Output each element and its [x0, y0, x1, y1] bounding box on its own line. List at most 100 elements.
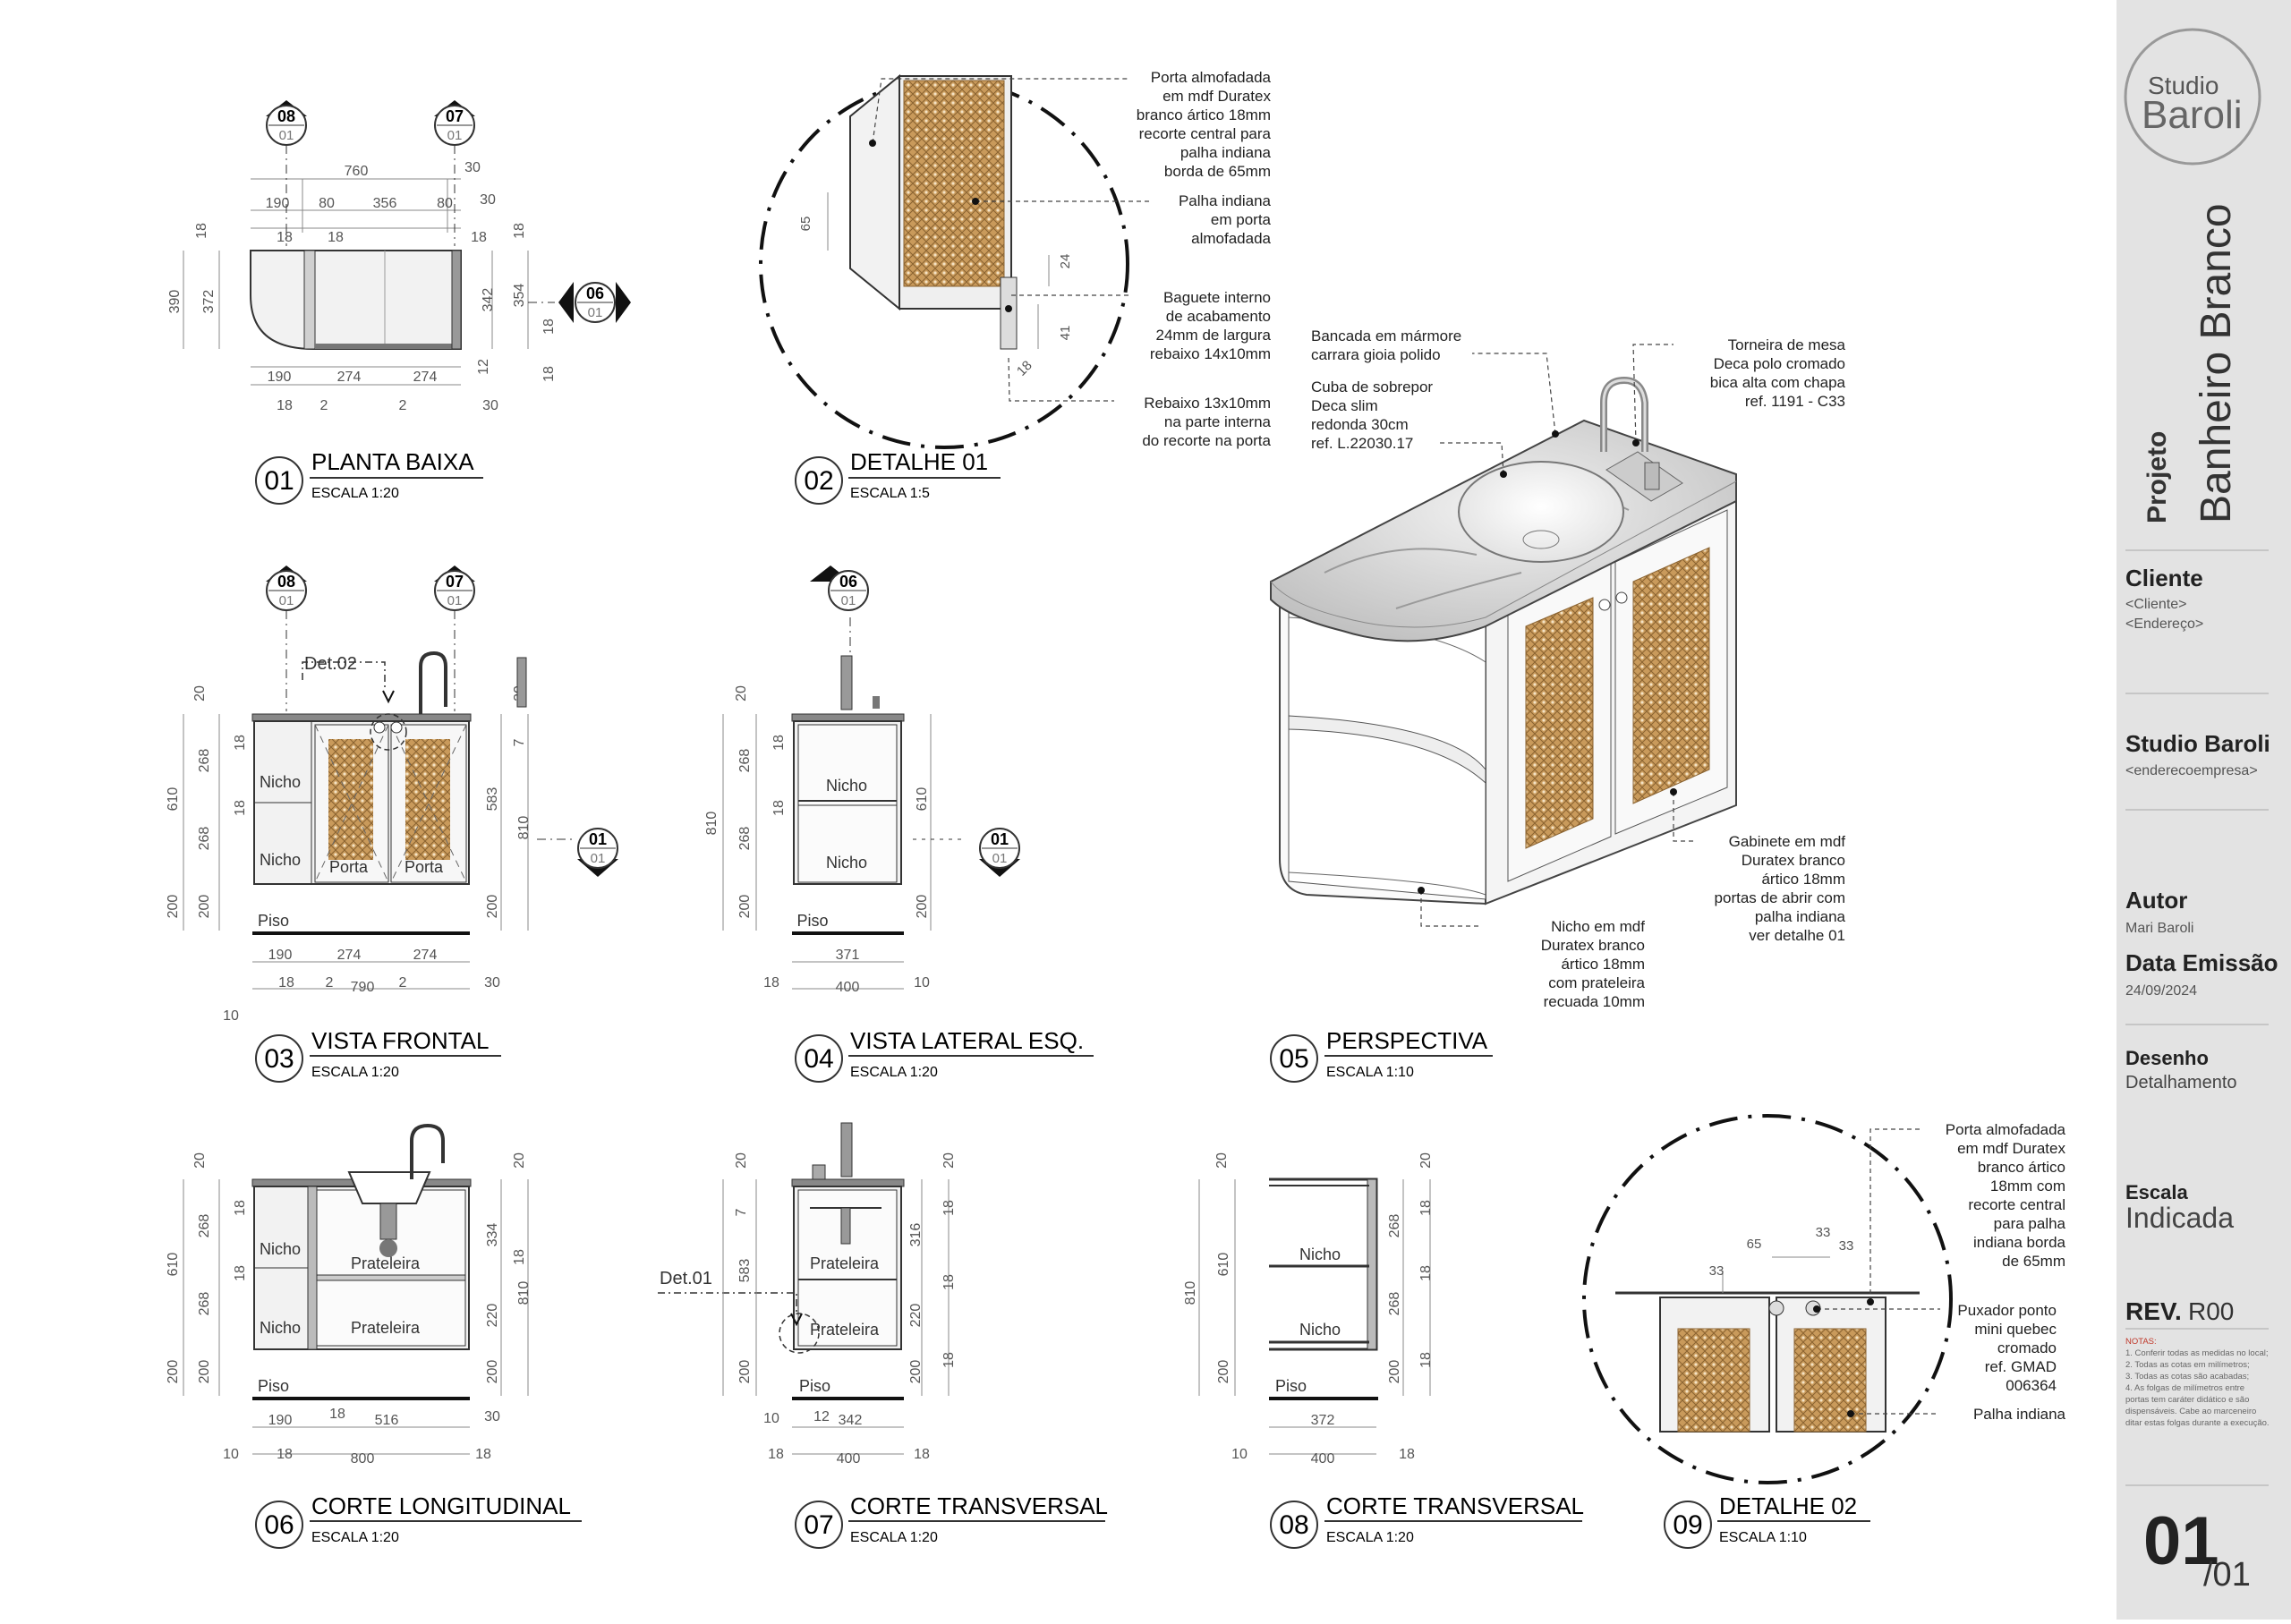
notas: NOTAS: 1. Conferir todas as medidas no l… — [2125, 1337, 2270, 1428]
label-det02: Det.02 — [304, 654, 357, 674]
transversal-07-dimensions: 20 7 583 200 20 316 18 220 18 200 18 10 … — [734, 1152, 957, 1467]
dim-text: 800 — [351, 1451, 375, 1467]
dim-text: 200 — [737, 1360, 753, 1384]
dim-text: 200 — [166, 895, 181, 919]
marker-top: 06 — [586, 285, 604, 302]
note-line: Gabinete em mdf — [1729, 833, 1846, 850]
note-line: ártico 18mm — [1561, 956, 1645, 973]
dim-text: 220 — [485, 1304, 500, 1328]
view-number: 05 — [1279, 1044, 1308, 1074]
note-line: branco ártico 18mm — [1137, 106, 1271, 123]
dim-text: 18 — [1014, 358, 1035, 379]
dim-text: 18 — [278, 975, 294, 991]
logo-text: Baroli — [2142, 93, 2243, 137]
view-scale: ESCALA 1:10 — [1326, 1065, 1414, 1080]
dim-text: 200 — [197, 1360, 212, 1384]
view-number: 04 — [804, 1044, 833, 1074]
dim-text: 33 — [1816, 1225, 1831, 1240]
dim-text: 20 — [192, 1152, 208, 1169]
dim-text: 2 — [399, 975, 407, 991]
marker-top: 08 — [277, 107, 295, 125]
marker-bottom: 01 — [279, 593, 294, 608]
view-number: 09 — [1673, 1510, 1702, 1540]
marker-bottom: 01 — [447, 128, 463, 143]
nota-line: 1. Conferir todas as medidas no local; — [2125, 1348, 2268, 1358]
dim-text: 18 — [763, 975, 779, 991]
lateral-labels: Nicho Nicho Piso — [796, 777, 867, 930]
dim-text: 20 — [1418, 1152, 1434, 1169]
label-piso: Piso — [1275, 1377, 1307, 1395]
dim-text: 20 — [512, 1152, 527, 1169]
dim-text: 20 — [734, 685, 749, 701]
note-line: 24mm de largura — [1155, 327, 1271, 344]
label-prateleira: Prateleira — [351, 1319, 421, 1337]
note-line: Cuba de sobrepor — [1311, 378, 1433, 395]
section-marker-07-plan: 07 01 — [434, 100, 475, 246]
projeto-name: Banheiro Branco — [2193, 203, 2240, 523]
view-title: VISTA LATERAL ESQ. — [850, 1027, 1084, 1054]
marker-bottom: 01 — [588, 305, 603, 320]
note-line: Rebaixo 13x10mm — [1144, 395, 1271, 412]
dim-text: 18 — [328, 230, 344, 245]
data-value: 24/09/2024 — [2125, 983, 2197, 999]
rev-value: R00 — [2188, 1297, 2234, 1325]
dim-text: 20 — [192, 685, 208, 701]
dim-text: 610 — [915, 787, 930, 812]
note-line: recuada 10mm — [1544, 993, 1645, 1010]
dim-text: 30 — [464, 160, 481, 175]
view-detalhe-01: 65 24 41 18 — [759, 73, 1150, 449]
dim-text: 18 — [475, 1447, 491, 1462]
dim-text: 810 — [704, 812, 720, 836]
dim-text: 18 — [941, 1352, 957, 1368]
empresa-label: Studio Baroli — [2125, 730, 2270, 757]
dim-text: 200 — [908, 1360, 924, 1384]
longitudinal-labels: Nicho Nicho Prateleira Prateleira Piso — [258, 1240, 421, 1395]
logo-text: Studio — [2148, 72, 2219, 99]
note-line: recorte central — [1968, 1196, 2065, 1213]
detalhe-01-notes: Porta almofadada em mdf Duratex branco á… — [1137, 69, 1272, 449]
plan-dimensions: 760 30 190 80 356 80 30 18 18 18 18 390 … — [167, 160, 557, 413]
dim-text: 274 — [413, 948, 438, 963]
view-title: CORTE LONGITUDINAL — [311, 1492, 571, 1519]
dim-text: 268 — [197, 827, 212, 851]
dim-text: 18 — [914, 1447, 930, 1462]
dim-text: 400 — [837, 1451, 861, 1467]
section-marker-01-lateral: 01 01 — [979, 828, 1020, 877]
label-piso: Piso — [258, 912, 289, 930]
dim-text: 610 — [1216, 1253, 1231, 1277]
note-line: mini quebec — [1974, 1321, 2057, 1338]
transversal-08-dimensions: 20 610 810 200 20 268 18 268 18 200 18 3… — [1183, 1152, 1434, 1467]
dim-text: 190 — [266, 196, 290, 211]
note-line: almofadada — [1191, 230, 1271, 247]
dim-text: 200 — [485, 895, 500, 919]
dim-text: 760 — [345, 164, 369, 179]
view-scale: ESCALA 1:20 — [1326, 1530, 1414, 1545]
dim-text: 18 — [941, 1200, 957, 1216]
marker-bottom: 01 — [591, 851, 606, 866]
dim-text: 610 — [166, 1253, 181, 1277]
sheet-number: 01 — [2143, 1503, 2219, 1579]
dim-text: 18 — [1418, 1200, 1434, 1216]
escala-label: Escala — [2125, 1181, 2188, 1203]
view-title-05: 05 PERSPECTIVA ESCALA 1:10 — [1270, 1027, 1493, 1083]
dim-text: 371 — [836, 948, 860, 963]
dim-text: 20 — [1214, 1152, 1230, 1169]
note-line: indiana borda — [1973, 1234, 2066, 1251]
escala-value: Indicada — [2125, 1202, 2234, 1234]
note-line: borda de 65mm — [1164, 163, 1271, 180]
dim-text: 18 — [1418, 1265, 1434, 1281]
dim-text: 268 — [737, 827, 753, 851]
studio-logo: Studio Baroli — [2124, 28, 2261, 166]
note-line: palha indiana — [1180, 144, 1272, 161]
label-porta: Porta — [405, 858, 444, 876]
view-title-04: 04 VISTA LATERAL ESQ. ESCALA 1:20 — [795, 1027, 1094, 1083]
view-corte-transversal-07 — [658, 1122, 950, 1455]
view-title: DETALHE 02 — [1719, 1492, 1857, 1519]
marker-top: 01 — [589, 830, 607, 848]
dim-text: 268 — [197, 749, 212, 773]
view-scale: ESCALA 1:10 — [1719, 1530, 1807, 1545]
section-marker-01-front: 01 01 — [577, 828, 618, 877]
dim-text: 18 — [194, 223, 209, 239]
dim-text: 190 — [268, 370, 292, 385]
